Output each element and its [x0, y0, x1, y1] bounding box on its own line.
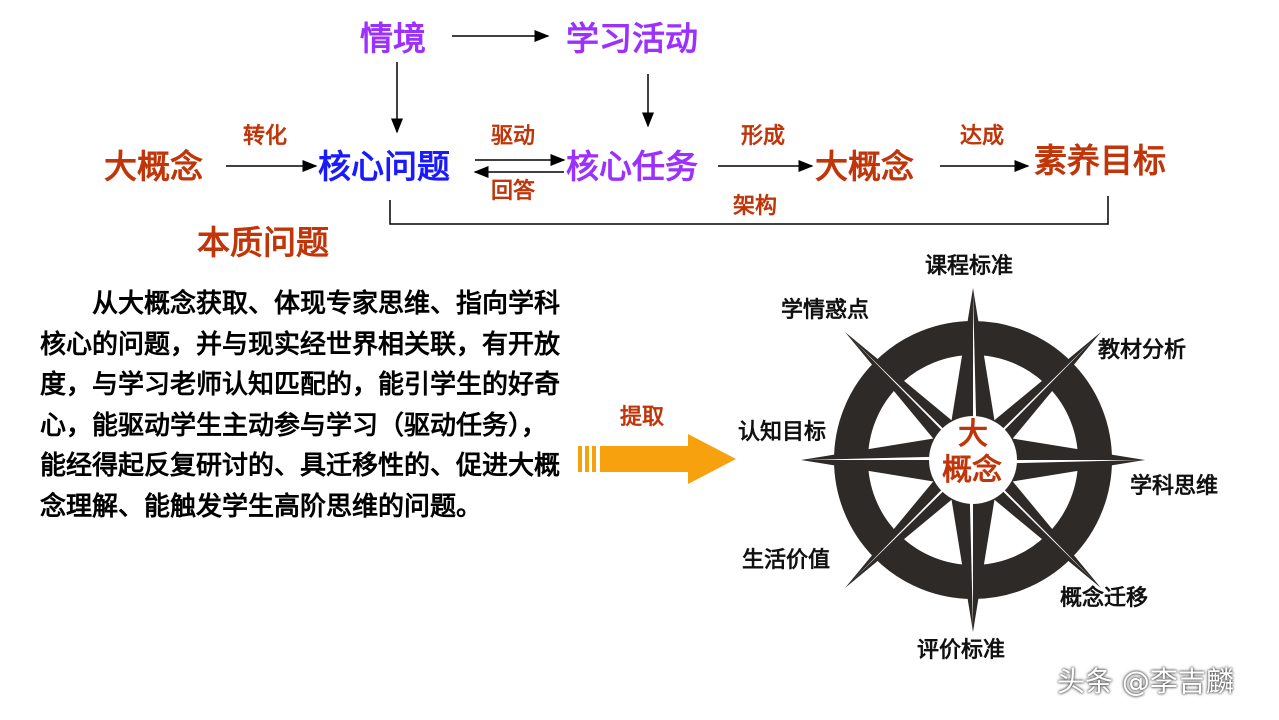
edge-label-framework: 架构 [733, 196, 777, 218]
compass-center-line2: 概念 [942, 456, 1002, 486]
essential-question-definition: 从大概念获取、体现专家思维、指向学科核心的问题，并与现实经世界相关联，有开放度，… [40, 284, 560, 527]
edge-label-transform: 转化 [243, 126, 287, 148]
compass-label-left: 认知目标 [738, 422, 826, 444]
node-situation: 情境 [360, 22, 426, 55]
compass-center-line1: 大 [958, 420, 988, 450]
compass-label-top: 课程标准 [925, 256, 1013, 278]
node-core-question: 核心问题 [318, 150, 450, 183]
compass-label-bottom-right: 概念迁移 [1060, 588, 1148, 610]
node-big-concept-right: 大概念 [815, 150, 914, 183]
compass-label-top-left: 学情惑点 [781, 300, 869, 322]
watermark: 头条 @李吉麟 [1057, 668, 1234, 696]
compass-label-bottom-left: 生活价值 [742, 550, 830, 572]
extract-label: 提取 [620, 407, 664, 429]
node-literacy-goal: 素养目标 [1034, 144, 1166, 177]
edge-label-reach: 达成 [960, 126, 1004, 148]
compass-label-right: 学科思维 [1130, 476, 1218, 498]
compass-label-top-right: 教材分析 [1098, 340, 1186, 362]
edge-label-answer: 回答 [491, 181, 535, 203]
extract-arrow-icon [576, 434, 738, 486]
edge-label-form: 形成 [741, 126, 785, 148]
node-big-concept-left: 大概念 [104, 150, 203, 183]
edge-label-drive: 驱动 [491, 126, 535, 148]
node-learning-activity: 学习活动 [566, 22, 698, 55]
node-essential-question: 本质问题 [197, 226, 329, 259]
node-core-task: 核心任务 [566, 150, 698, 183]
compass-label-bottom: 评价标准 [917, 640, 1005, 662]
